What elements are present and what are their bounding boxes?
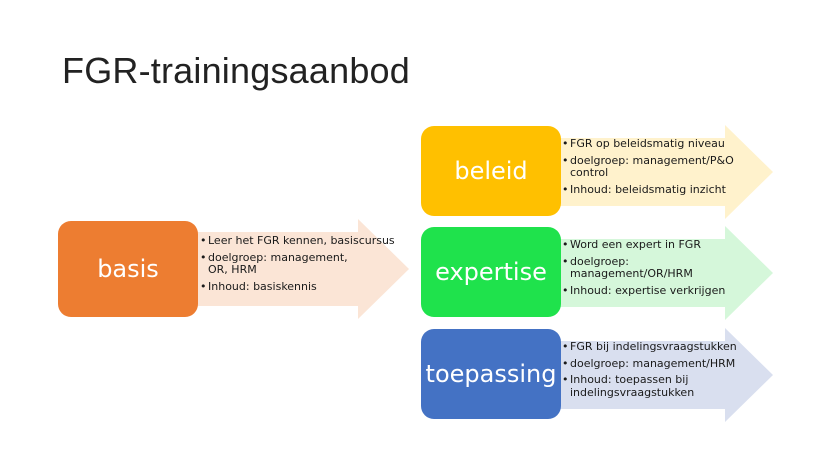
basis-bullets: Leer het FGR kennen, basiscursus doelgro… <box>200 234 400 297</box>
basis-bullet-2: doelgroep: management, OR, HRM <box>200 251 368 277</box>
beleid-box: beleid <box>421 126 561 216</box>
basis-bullet-3: Inhoud: basiskennis <box>200 280 400 294</box>
expertise-bullet-3: Inhoud: expertise verkrijgen <box>562 284 752 298</box>
expertise-bullet-1: Word een expert in FGR <box>562 238 752 252</box>
beleid-label: beleid <box>454 157 528 185</box>
basis-box: basis <box>58 221 198 317</box>
toepassing-bullet-1: FGR bij indelingsvraagstukken <box>562 340 752 354</box>
expertise-bullet-2: doelgroep: management/OR/HRM <box>562 255 710 281</box>
expertise-label: expertise <box>435 258 547 286</box>
toepassing-label: toepassing <box>425 360 557 388</box>
toepassing-box: toepassing <box>421 329 561 419</box>
toepassing-bullet-2: doelgroep: management/HRM <box>562 357 752 371</box>
beleid-bullet-1: FGR op beleidsmatig niveau <box>562 137 752 151</box>
beleid-bullets: FGR op beleidsmatig niveau doelgroep: ma… <box>562 137 752 200</box>
basis-label: basis <box>97 255 159 283</box>
beleid-bullet-2: doelgroep: management/P&O control <box>562 154 746 180</box>
toepassing-bullets: FGR bij indelingsvraagstukken doelgroep:… <box>562 340 752 403</box>
toepassing-bullet-3: Inhoud: toepassen bij indelingsvraagstuk… <box>562 373 730 399</box>
page-title: FGR-trainingsaanbod <box>62 50 410 91</box>
basis-bullet-1: Leer het FGR kennen, basiscursus <box>200 234 400 248</box>
beleid-bullet-3: Inhoud: beleidsmatig inzicht <box>562 183 752 197</box>
expertise-bullets: Word een expert in FGR doelgroep: manage… <box>562 238 752 301</box>
expertise-box: expertise <box>421 227 561 317</box>
